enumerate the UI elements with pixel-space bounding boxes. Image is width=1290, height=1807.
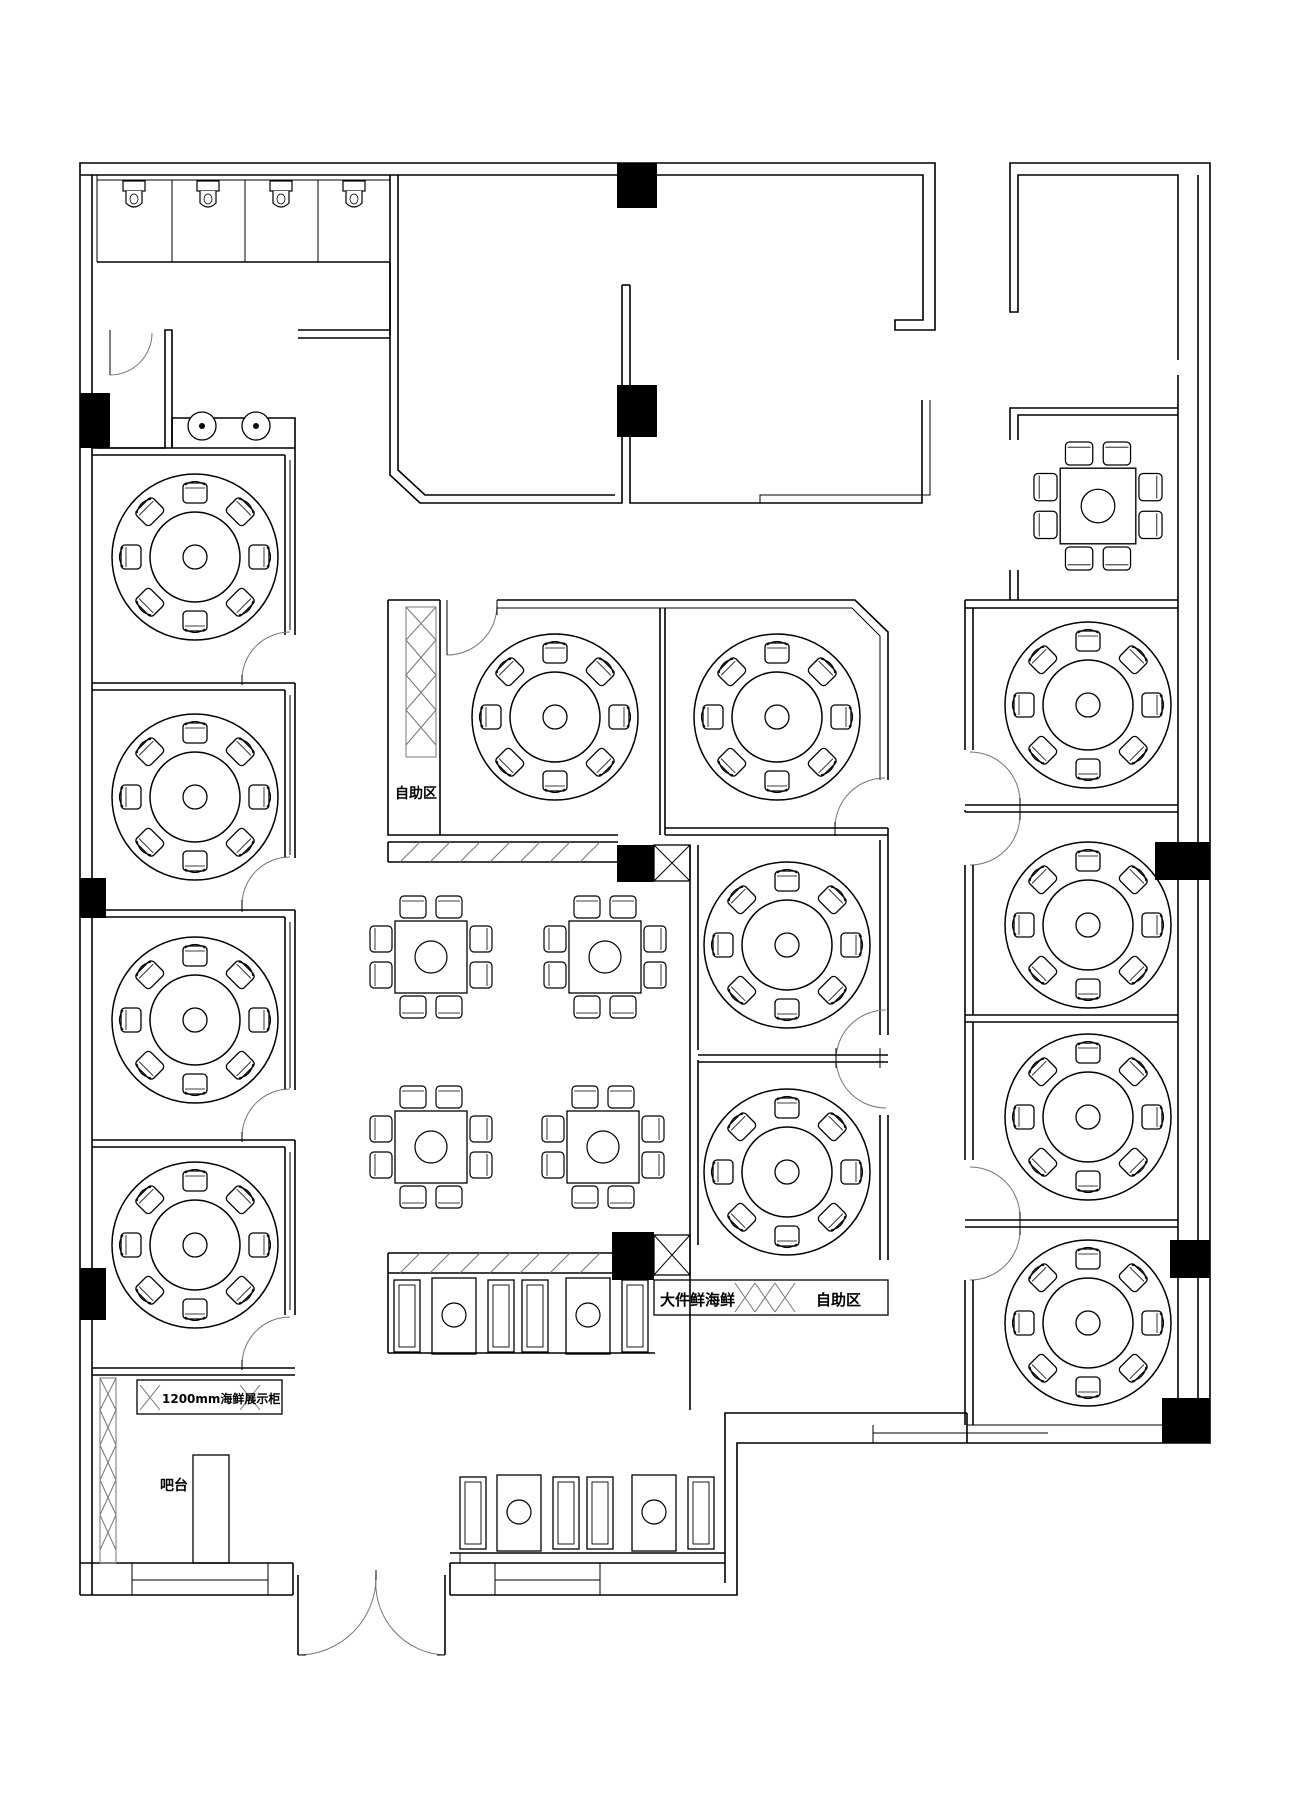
round-table-icon: [112, 1162, 278, 1328]
square-table-icon: [370, 1086, 492, 1208]
round-table-icon: [1005, 842, 1171, 1008]
square-table-icon: [542, 1086, 664, 1208]
square-table-icon: [1034, 442, 1162, 570]
sink-icon: [187, 411, 271, 441]
door-swing-icon: [241, 631, 291, 1370]
restroom-block: [96, 175, 391, 449]
door-swing-icon: [969, 751, 1021, 803]
seafood-display-label: 大件鲜海鲜: [660, 1291, 735, 1309]
door-swing-icon: [835, 1057, 887, 1109]
square-table-icon: [544, 896, 666, 1018]
round-table-icon: [112, 937, 278, 1103]
round-table-icon: [694, 634, 860, 800]
center-private-rooms: 自助区: [387, 599, 889, 1410]
round-table-icon: [704, 1089, 870, 1255]
display-cabinet-label: 1200mm海鲜展示柜: [162, 1391, 280, 1406]
left-private-rooms: [92, 447, 296, 1376]
buffet-label-bottom: 自助区: [816, 1291, 861, 1309]
door-swing-icon: [969, 814, 1021, 866]
buffet-label-top: 自助区: [395, 785, 437, 802]
bar-counter-label: 吧台: [160, 1477, 188, 1494]
door-swing-icon: [969, 1229, 1021, 1281]
door-swing-icon: [446, 604, 498, 656]
exterior-walls: [79, 162, 1211, 1596]
round-table-icon: [112, 474, 278, 640]
structural-column-icon: [80, 163, 1210, 1443]
door-swing-icon: [834, 777, 886, 829]
round-table-icon: [112, 714, 278, 880]
buffet-counters: 大件鲜海鲜 自助区: [387, 844, 889, 1355]
entrance-area: 1200mm海鲜展示柜 吧台: [99, 1377, 725, 1656]
round-table-icon: [1005, 1240, 1171, 1406]
round-table-icon: [1005, 1034, 1171, 1200]
door-swing-icon: [969, 1166, 1021, 1218]
entrance-door-icon[interactable]: [297, 1570, 446, 1656]
toilet-icon: [269, 180, 293, 208]
right-private-rooms: [964, 407, 1178, 1425]
main-dining-area: [370, 896, 666, 1208]
toilet-icon: [342, 180, 366, 208]
toilet-icon: [122, 180, 146, 208]
door-swing-icon: [109, 332, 153, 376]
round-table-icon: [472, 634, 638, 800]
booth-seating-icon: [393, 1279, 421, 1353]
round-table-icon: [1005, 622, 1171, 788]
toilet-icon: [196, 180, 220, 208]
square-table-icon: [370, 896, 492, 1018]
storage-room: [389, 175, 931, 504]
round-table-icon: [704, 862, 870, 1028]
door-swing-icon: [835, 1009, 887, 1061]
